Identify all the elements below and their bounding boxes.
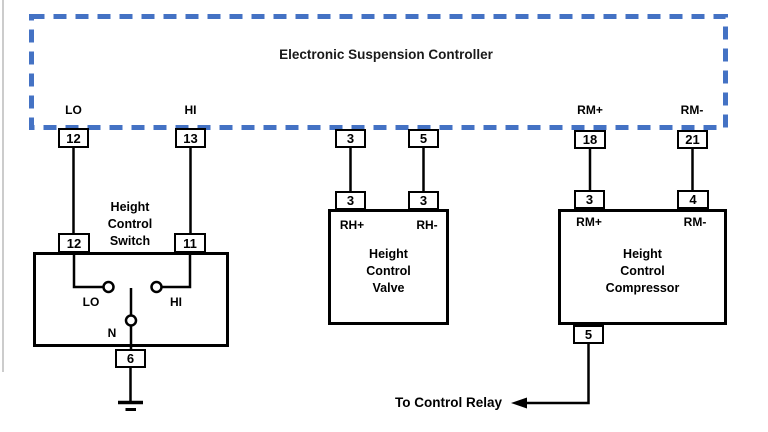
compressor-terminal-rm-minus: RM- [683,215,707,229]
compressor-box [558,209,727,325]
switch-inner-wire-hi [162,253,192,289]
controller-title: Electronic Suspension Controller [279,47,493,62]
controller-pin-label-rm-minus: RM- [680,103,704,117]
switch-contact-label-hi: HI [170,295,182,309]
controller-pin-18: 18 [574,130,606,149]
switch-contact-lo [102,280,115,294]
switch-pin-11: 11 [174,233,206,253]
valve-pin-3-left: 3 [335,191,366,210]
arrow-left-icon [511,397,527,409]
compressor-pin-3: 3 [574,190,605,209]
switch-contact-n [124,314,138,327]
relay-note: To Control Relay [394,395,502,410]
controller-pin-label-hi: HI [184,103,197,117]
valve-box [328,209,449,325]
valve-terminal-rh-minus: RH- [416,218,438,232]
page-edge-line [2,0,4,372]
compressor-pin-5: 5 [573,325,604,344]
controller-pin-12: 12 [58,128,89,148]
controller-pin-label-rm-plus: RM+ [577,103,603,117]
switch-name: Height Control Switch [107,200,153,248]
compressor-terminal-rm-plus: RM+ [576,215,602,229]
controller-pin-3: 3 [335,129,366,148]
controller-pin-13: 13 [175,128,206,148]
switch-pin-12: 12 [58,233,90,253]
switch-pin-6: 6 [115,349,146,368]
valve-terminal-rh-plus: RH+ [339,218,365,232]
wire-to-relay [526,344,590,405]
controller-pin-5: 5 [408,129,439,148]
compressor-pin-4: 4 [677,190,709,209]
switch-neutral-label: N [107,326,117,340]
controller-pin-21: 21 [677,130,708,149]
valve-name: Height Control Valve [366,247,411,295]
switch-box [33,252,229,347]
valve-pin-3-right: 3 [408,191,439,210]
controller-pin-label-lo: LO [65,103,82,117]
switch-inner-wire-lo [72,253,103,289]
switch-contact-label-lo: LO [82,295,100,309]
compressor-name: Height Control Compressor [605,247,680,295]
ground-icon [118,400,143,411]
switch-contact-hi [150,280,163,294]
controller-boundary-dashed-box [29,14,728,130]
